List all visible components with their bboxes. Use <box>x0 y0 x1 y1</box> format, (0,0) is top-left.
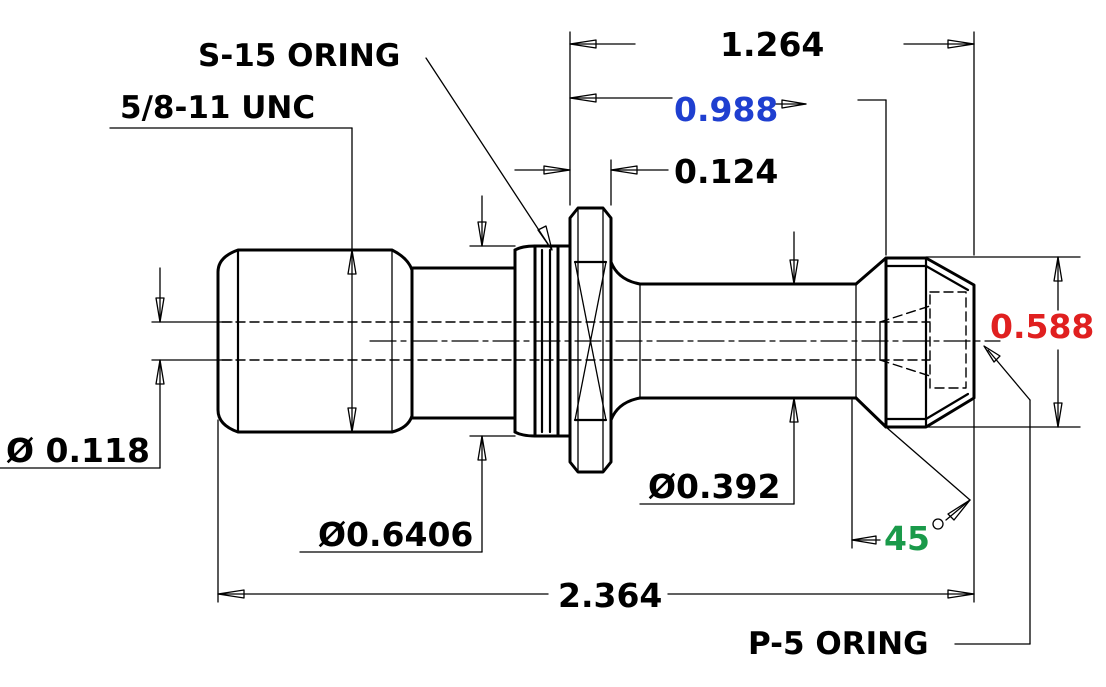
dimension-dia-06406-text: Ø0.6406 <box>318 515 473 554</box>
dimension-0988-text: 0.988 <box>674 90 778 129</box>
dimension-angle-45-text: 45 <box>884 519 930 558</box>
leader-thread <box>109 127 357 433</box>
dimension-dia-0392-text: Ø0.392 <box>648 467 780 506</box>
leader-s15-oring <box>425 57 553 251</box>
part-outline <box>216 206 976 474</box>
dimension-0124 <box>514 159 669 206</box>
dimension-dia-0118 <box>0 267 233 469</box>
dimension-dia-0392 <box>639 231 799 505</box>
label-s15-oring: S-15 ORING <box>198 38 400 74</box>
label-p5-oring: P-5 ORING <box>748 626 929 662</box>
dimension-0988 <box>569 93 887 256</box>
dimension-dia-06406 <box>299 195 516 553</box>
dimension-1264-text: 1.264 <box>720 25 824 64</box>
label-thread: 5/8-11 UNC <box>120 90 315 126</box>
dimension-0124-text: 0.124 <box>674 152 778 191</box>
dimension-dia-0588-text: 0.588 <box>990 307 1094 346</box>
dimension-dia-0588 <box>925 256 1081 428</box>
dimension-angle-45 <box>851 399 971 549</box>
leader-p5-oring <box>954 345 1031 645</box>
dimension-2364-text: 2.364 <box>558 576 662 615</box>
dimension-1264 <box>569 31 975 256</box>
dimension-overall-length <box>217 399 975 603</box>
dimension-dia-0118-text: Ø 0.118 <box>6 431 150 470</box>
hidden-bore <box>221 321 1001 361</box>
